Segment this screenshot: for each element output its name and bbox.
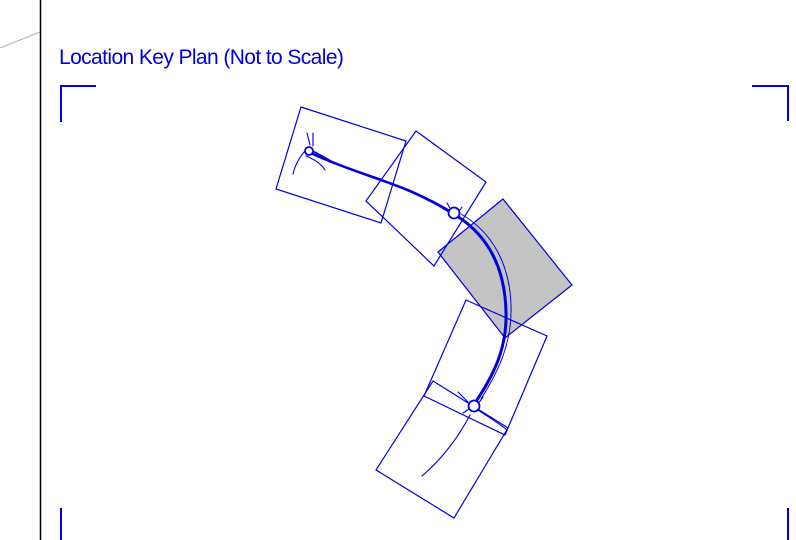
crop-marks	[60, 85, 789, 540]
crop-mark-top-right	[752, 85, 789, 121]
road-main-curve	[455, 214, 508, 402]
faint-construction-line	[0, 31, 41, 49]
sheet-frame-5	[375, 380, 509, 519]
road-south-branch	[477, 409, 508, 431]
road-main-curve-edge	[460, 213, 512, 400]
road-alignment	[292, 132, 512, 477]
roundabout-3	[467, 399, 481, 413]
sheet-frames	[275, 106, 548, 519]
road-south-curve	[421, 414, 471, 477]
road-west-arc	[305, 155, 326, 171]
road-west-stub-2	[306, 132, 311, 146]
crop-mark-top-left	[60, 85, 96, 122]
sheet-frame-1	[275, 106, 407, 224]
sheet-frame-4	[423, 299, 548, 436]
roundabout-1	[304, 146, 314, 156]
sheet-border	[0, 0, 42, 540]
road-west-stub-1	[292, 149, 307, 175]
roundabouts	[304, 146, 481, 413]
sheet-frame-2	[365, 130, 487, 267]
road-1-2-secondary	[329, 161, 453, 215]
roundabout-2	[447, 206, 461, 220]
key-plan-title: Location Key Plan (Not to Scale)	[59, 46, 344, 69]
